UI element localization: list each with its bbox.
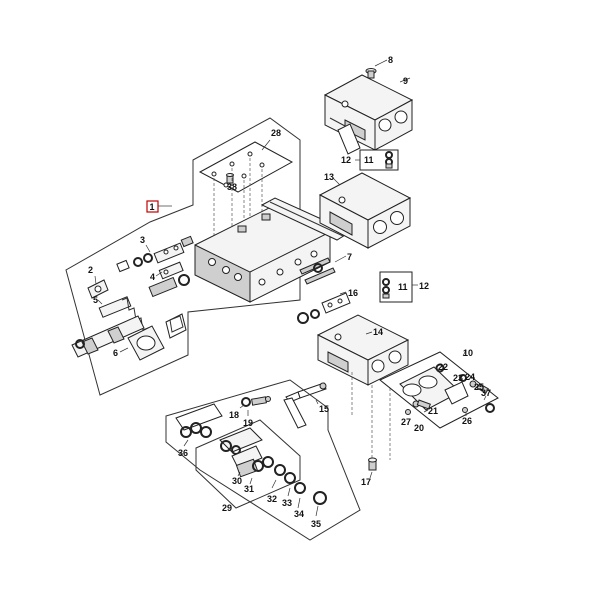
plug-8 [365,68,377,79]
callout-37[interactable]: 37 [481,388,491,398]
cover-plate-10 [379,351,499,429]
callout-32[interactable]: 32 [267,494,277,504]
inner-seal-group-29 [195,419,301,509]
screws-21-26-27 [405,399,495,415]
spool-assembly-3 [116,235,194,273]
callout-8[interactable]: 8 [388,55,393,65]
callout-29[interactable]: 29 [222,503,232,513]
main-valve-body [194,204,331,303]
callout-36[interactable]: 36 [178,448,188,458]
callout-21[interactable]: 21 [428,406,438,416]
reference-box-1[interactable]: 1 [146,200,159,213]
callout-24[interactable]: 24 [465,372,475,382]
callout-2[interactable]: 2 [88,265,93,275]
callout-27[interactable]: 27 [401,417,411,427]
callout-20[interactable]: 20 [414,423,424,433]
seal-kit-36 [175,403,223,438]
spring-retainer-4 [158,261,184,280]
callout-14[interactable]: 14 [373,327,383,337]
relief-valve-body-9 [323,74,414,151]
callout-34[interactable]: 34 [294,509,304,519]
callout-25[interactable]: 25 [474,382,484,392]
callout-33[interactable]: 33 [282,498,292,508]
callout-7[interactable]: 7 [347,252,352,262]
callout-4[interactable]: 4 [150,272,155,282]
valve-assembly-frame [65,117,301,396]
reference-box-label: 1 [150,202,155,212]
screws-7 [299,257,336,285]
seal-kit-frame [165,379,361,541]
end-cap-2 [87,279,109,299]
callout-38[interactable]: 38 [227,182,237,192]
long-spool [71,315,145,358]
callout-13[interactable]: 13 [324,172,334,182]
callout-19[interactable]: 19 [243,418,253,428]
spring-kit-box-lower [379,271,413,303]
piston-30-31 [231,445,274,478]
valve-section-13 [318,172,412,249]
callout-labels: 2 3 4 5 6 7 8 9 10 11 11 12 12 13 14 15 … [88,55,491,529]
screw-18-19 [241,396,271,407]
callout-35[interactable]: 35 [311,519,321,529]
cap-seal-6 [127,313,187,361]
callout-30[interactable]: 30 [232,476,242,486]
callout-28[interactable]: 28 [271,128,281,138]
callout-31[interactable]: 31 [244,484,254,494]
callout-11-upper[interactable]: 11 [364,155,374,165]
callout-5[interactable]: 5 [93,295,98,305]
callout-12-lower[interactable]: 12 [419,281,429,291]
callout-12-upper[interactable]: 12 [341,155,351,165]
callout-15[interactable]: 15 [319,404,329,414]
orings-16 [297,292,351,324]
callout-16[interactable]: 16 [348,288,358,298]
callout-6[interactable]: 6 [113,348,118,358]
plug-17 [368,457,377,471]
callout-22[interactable]: 22 [438,362,448,372]
callout-18[interactable]: 18 [229,410,239,420]
lever-15 [283,382,327,429]
valve-section-14 [316,314,410,386]
callout-9[interactable]: 9 [403,76,408,86]
callout-11-lower[interactable]: 11 [398,282,408,292]
callout-3[interactable]: 3 [140,235,145,245]
callout-10[interactable]: 10 [463,348,473,358]
callout-17[interactable]: 17 [361,477,371,487]
connecting-tube [337,123,361,155]
callout-26[interactable]: 26 [462,416,472,426]
spring-kit-box-upper [359,149,399,171]
seals-32-35 [274,464,327,505]
callout-23[interactable]: 23 [453,373,463,383]
